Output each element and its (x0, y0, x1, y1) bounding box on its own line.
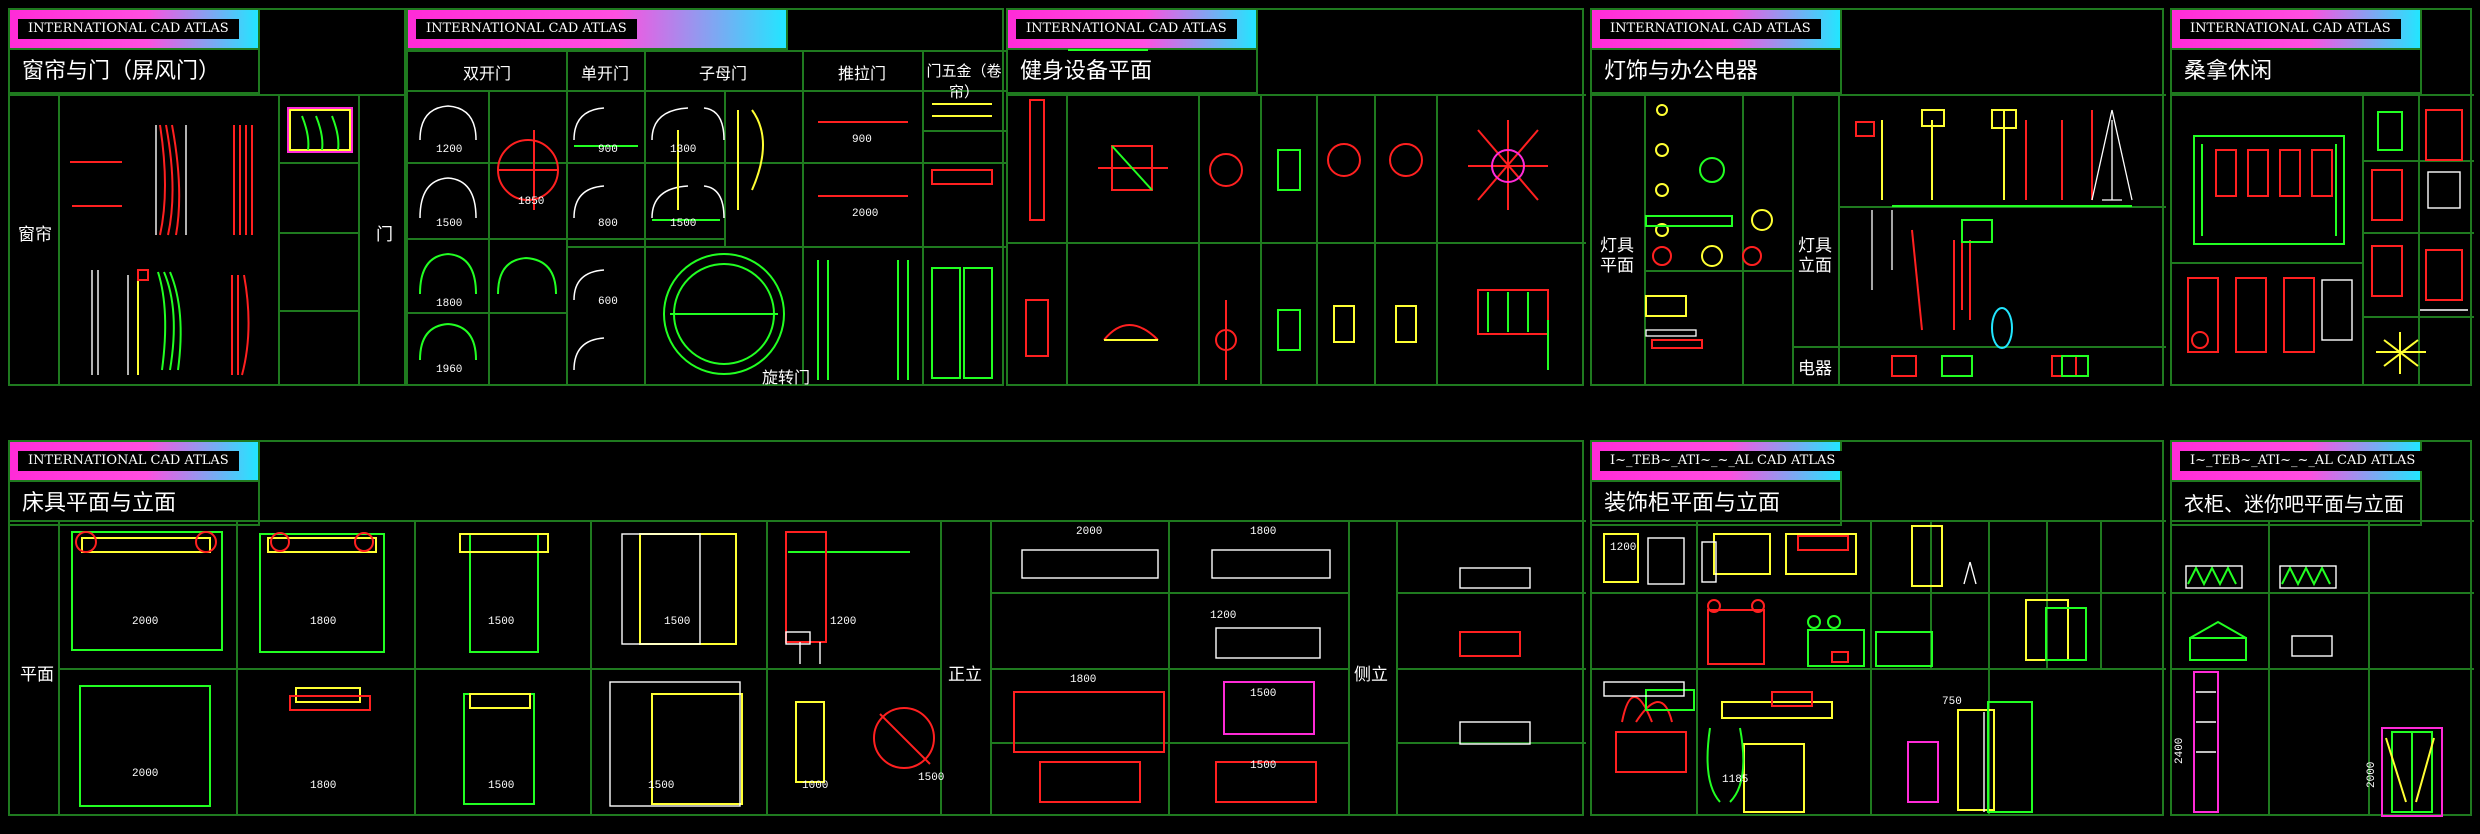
bed-dim-2000: 2000 (132, 616, 158, 628)
wardrobe-dim-2000: 2000 (2366, 762, 2378, 788)
atlas-tag: INTERNATIONAL CAD ATLAS (18, 19, 239, 39)
dim-2000: 2000 (852, 208, 878, 220)
panel-header-bar: INTERNATIONAL CAD ATLAS (1008, 10, 1258, 50)
cab-dim-1185: 1185 (1722, 774, 1748, 786)
bed-drawings: 2000 1800 1500 1500 1200 2000 1800 1500 … (71, 526, 1531, 807)
atlas-tag: INTERNATIONAL CAD ATLAS (1016, 19, 1237, 39)
dim-1200: 1200 (436, 144, 462, 156)
dim-900: 900 (598, 144, 618, 156)
panel-title: 衣柜、迷你吧平面与立面 (2172, 482, 2422, 526)
side-label-plan: 平面 (20, 665, 54, 685)
panel-title: 桑拿休闲 (2172, 50, 2422, 94)
side-label-front: 正立 (948, 665, 982, 685)
gym-equipment-drawings (1025, 49, 1549, 380)
atlas-tag: I~_TEB~_ATI~_~_AL CAD ATLAS (1600, 451, 1846, 471)
dim-1500: 1500 (436, 218, 462, 230)
panel-gym: INTERNATIONAL CAD ATLAS 健身设备平面 (1006, 8, 1586, 386)
atlas-tag: I~_TEB~_ATI~_~_AL CAD ATLAS (2180, 451, 2426, 471)
panel-wardrobes: I~_TEB~_ATI~_~_AL CAD ATLAS 衣柜、迷你吧平面与立面 … (2170, 440, 2474, 817)
curtain-drawings (70, 107, 353, 376)
atlas-tag: INTERNATIONAL CAD ATLAS (2180, 19, 2401, 39)
bed-dim-1500d: 1500 (648, 780, 674, 792)
panel-header-bar: INTERNATIONAL CAD ATLAS (1592, 10, 1842, 50)
wardrobe-drawings: 2400 2000 (2174, 565, 2443, 817)
col-header-single-door: 单开门 (580, 64, 629, 83)
side-label-side: 侧立 (1354, 665, 1388, 685)
panel-door-types: INTERNATIONAL CAD ATLAS 双开门 单开门 子母门 推拉门 … (406, 8, 1006, 387)
front-dim-1800: 1800 (1250, 526, 1276, 538)
wardrobe-dim-2400: 2400 (2174, 738, 2186, 764)
side-label-door: 门 (376, 225, 393, 245)
bed-dim-1200: 1200 (830, 616, 856, 628)
atlas-tag: INTERNATIONAL CAD ATLAS (1600, 19, 1821, 39)
dim-1500b: 1500 (670, 218, 696, 230)
front-dim-1500: 1500 (1250, 688, 1276, 700)
panel-cabinets: I~_TEB~_ATI~_~_AL CAD ATLAS 装饰柜平面与立面 (1590, 440, 2166, 816)
bed-dim-1500c: 1500 (488, 780, 514, 792)
bed-dim-1500: 1500 (488, 616, 514, 628)
atlas-tag: INTERNATIONAL CAD ATLAS (18, 451, 239, 471)
panel-header-bar: INTERNATIONAL CAD ATLAS (10, 442, 260, 482)
atlas-tag: INTERNATIONAL CAD ATLAS (416, 19, 637, 39)
dim-1850: 1850 (518, 196, 544, 208)
cabinet-drawings: 1200 750 1185 (1603, 525, 2087, 813)
bed-dim-1500e: 1500 (918, 772, 944, 784)
side-label-lamp-plan: 灯具 平面 (1600, 236, 1634, 276)
col-header-sliding-door: 推拉门 (837, 64, 886, 83)
panel-curtain-door: INTERNATIONAL CAD ATLAS 窗帘与门（屏风门） 窗帘 门 (8, 8, 408, 386)
revolving-door-label: 旋转门 (762, 368, 811, 387)
front-dim-1500b: 1500 (1250, 760, 1276, 772)
dim-1960: 1960 (436, 364, 462, 376)
dim-600: 600 (598, 296, 618, 308)
door-drawings: 1200 1500 1800 1960 900 800 1300 1500 18… (419, 103, 993, 380)
panel-title: 床具平面与立面 (10, 482, 260, 526)
panel-header-bar: I~_TEB~_ATI~_~_AL CAD ATLAS (2172, 442, 2426, 482)
panel-title: 健身设备平面 (1008, 50, 1258, 94)
cab-dim-750: 750 (1942, 696, 1962, 708)
dim-900b: 900 (852, 134, 872, 146)
bed-dim-1800: 1800 (310, 616, 336, 628)
dim-1300: 1300 (670, 144, 696, 156)
side-label-curtain: 窗帘 (18, 225, 52, 245)
dim-1800: 1800 (436, 298, 462, 310)
bed-dim-1500b: 1500 (664, 616, 690, 628)
front-dim-1800b: 1800 (1070, 674, 1096, 686)
bed-dim-1800b: 1800 (310, 780, 336, 792)
panel-header-bar: INTERNATIONAL CAD ATLAS (2172, 10, 2422, 50)
bed-dim-1000: 1000 (802, 780, 828, 792)
panel-header-bar: INTERNATIONAL CAD ATLAS (408, 10, 788, 50)
side-label-appliance: 电器 (1798, 359, 1832, 379)
side-label-lamp-elev: 灯具 立面 (1798, 236, 1832, 276)
cab-dim-1200: 1200 (1610, 542, 1636, 554)
panel-lighting: INTERNATIONAL CAD ATLAS 灯饰与办公电器 灯具 平面 灯具… (1590, 8, 2166, 386)
panel-title: 窗帘与门（屏风门） (10, 50, 260, 94)
col-header-hardware: 门五金（卷帘） (926, 62, 1002, 101)
panel-header-bar: INTERNATIONAL CAD ATLAS (10, 10, 260, 50)
front-dim-2000: 2000 (1076, 526, 1102, 538)
panel-title: 装饰柜平面与立面 (1592, 482, 1842, 526)
bed-dim-2000b: 2000 (132, 768, 158, 780)
dim-800: 800 (598, 218, 618, 230)
sauna-drawings (2187, 109, 2468, 374)
col-header-double-door: 双开门 (462, 64, 511, 83)
panel-beds: INTERNATIONAL CAD ATLAS 床具平面与立面 平面 正立 侧立 (8, 440, 1586, 816)
panel-header-bar: I~_TEB~_ATI~_~_AL CAD ATLAS (1592, 442, 1846, 482)
col-header-mother-child-door: 子母门 (698, 64, 747, 83)
lighting-drawings (1645, 104, 2133, 377)
panel-sauna: INTERNATIONAL CAD ATLAS 桑拿休闲 (2170, 8, 2474, 386)
front-dim-1200: 1200 (1210, 610, 1236, 622)
panel-title: 灯饰与办公电器 (1592, 50, 1842, 94)
